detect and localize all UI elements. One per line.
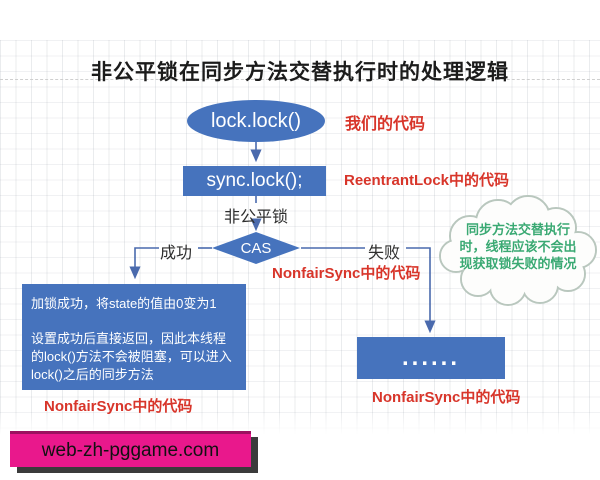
node-success-result: 加锁成功，将state的值由0变为1 设置成功后直接返回，因此本线程的lock(… <box>22 284 246 390</box>
notebook-dashed-line <box>0 79 600 80</box>
annotation-nonfairsync-left: NonfairSync中的代码 <box>44 398 193 415</box>
node-sync-lock: sync.lock(); <box>183 166 326 196</box>
node-sync-lock-label: sync.lock(); <box>206 170 303 191</box>
arrow-fail-branch <box>406 247 436 334</box>
thought-cloud <box>439 195 597 306</box>
watermark-text: web-zh-pggame.com <box>41 439 220 461</box>
annotation-our-code: 我们的代码 <box>345 116 426 133</box>
node-fail-result: ...... <box>357 337 505 379</box>
watermark-banner: web-zh-pggame.com <box>10 431 251 467</box>
node-lock-lock-label: lock.lock() <box>210 109 301 132</box>
annotation-nonfairsync-center: NonfairSync中的代码 <box>272 265 421 282</box>
fail-result-dots: ...... <box>401 344 460 371</box>
node-lock-lock: lock.lock() <box>187 100 325 142</box>
diagram-title: 非公平锁在同步方法交替执行时的处理逻辑 <box>91 61 509 84</box>
annotation-nonfairsync-right: NonfairSync中的代码 <box>372 389 521 406</box>
arrow-success-branch <box>129 247 159 280</box>
label-fail: 失败 <box>368 245 401 262</box>
success-result-line1: 加锁成功，将state的值由0变为1 <box>31 296 217 311</box>
label-success: 成功 <box>160 245 193 262</box>
success-result-line2: 设置成功后直接返回，因此本线程的lock()方法不会被阻塞，可以进入lock()… <box>31 331 232 382</box>
annotation-reentrantlock: ReentrantLock中的代码 <box>344 172 510 189</box>
label-nonfair-lock: 非公平锁 <box>224 209 289 226</box>
cloud-note-text: 同步方法交替执行 时，线程应该不会出 现获取锁失败的情况 <box>459 222 577 271</box>
node-cas-label: CAS <box>240 239 272 257</box>
